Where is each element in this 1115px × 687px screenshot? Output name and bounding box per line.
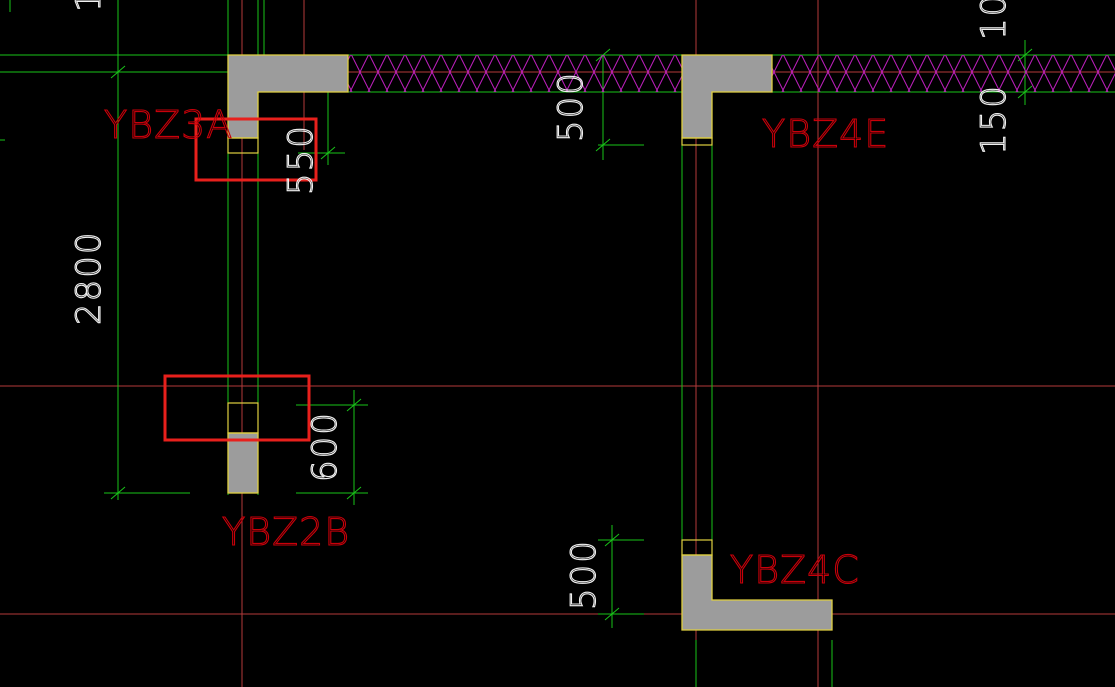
column-labels: YBZ3A YBZ4E YBZ2B YBZ4C	[103, 102, 889, 592]
dim-500-upper: 500	[551, 71, 591, 142]
hatched-segments	[227, 137, 713, 556]
dim-600: 600	[305, 411, 345, 482]
wall-columns	[227, 54, 833, 631]
column-ybz2b	[227, 432, 259, 494]
highlight-boxes	[163, 117, 318, 442]
dim-550: 550	[281, 124, 321, 195]
label-ybz3a: YBZ3A	[104, 103, 233, 147]
label-ybz2b: YBZ2B	[222, 510, 350, 554]
highlight-box-upper	[194, 117, 318, 182]
highlight-box-lower	[163, 374, 311, 442]
beam-strip	[348, 55, 1115, 92]
dim-100-partial: 100	[974, 0, 1014, 40]
dim-150: 150	[974, 84, 1014, 155]
dim-500-lower: 500	[564, 539, 604, 610]
dim-1-partial: 1	[69, 0, 109, 12]
label-ybz4c: YBZ4C	[730, 548, 860, 592]
dim-2800: 2800	[69, 230, 109, 325]
dimension-texts: 2800 550 600 500 500 150 100 1	[68, 0, 1014, 611]
column-ybz4e	[681, 54, 773, 139]
label-ybz4e: YBZ4E	[762, 112, 889, 156]
